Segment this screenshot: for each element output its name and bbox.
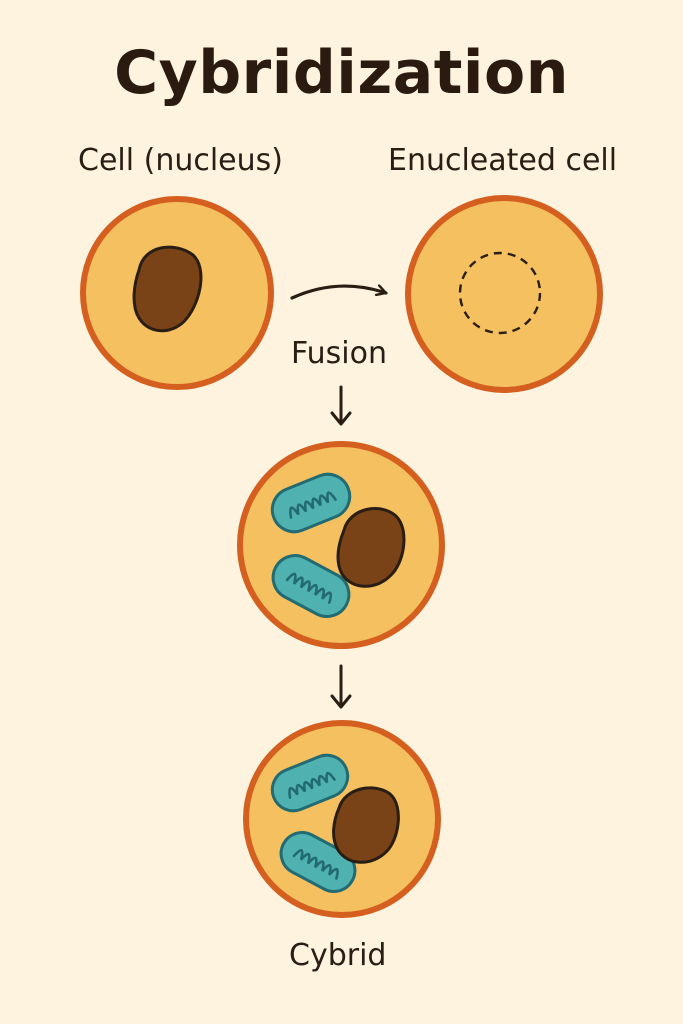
cell-membrane: [405, 195, 603, 393]
label-enucleated-cell: Enucleated cell: [388, 143, 618, 178]
nucleus: [332, 786, 400, 864]
diagram-title: Cybridization: [114, 38, 569, 108]
label-cybrid: Cybrid: [289, 938, 387, 973]
mitochondrion-icon: [270, 472, 352, 534]
down-arrow-icon: [330, 664, 352, 709]
down-arrow-icon: [330, 385, 352, 426]
nucleus: [336, 507, 406, 588]
mitochondrion-icon: [279, 831, 357, 893]
mitochondrion-icon: [271, 554, 351, 618]
cybrid-cell: [243, 720, 441, 918]
curved-arrow-icon: [290, 286, 388, 300]
fused-cell: [237, 441, 445, 649]
label-fusion: Fusion: [291, 336, 387, 371]
enucleated-cell: [405, 195, 603, 393]
label-cell-nucleus: Cell (nucleus): [78, 143, 283, 178]
cell-with-nucleus: [80, 196, 274, 390]
empty-nucleus-outline: [458, 251, 542, 335]
nucleus: [132, 245, 203, 333]
mitochondrion-icon: [270, 753, 350, 813]
